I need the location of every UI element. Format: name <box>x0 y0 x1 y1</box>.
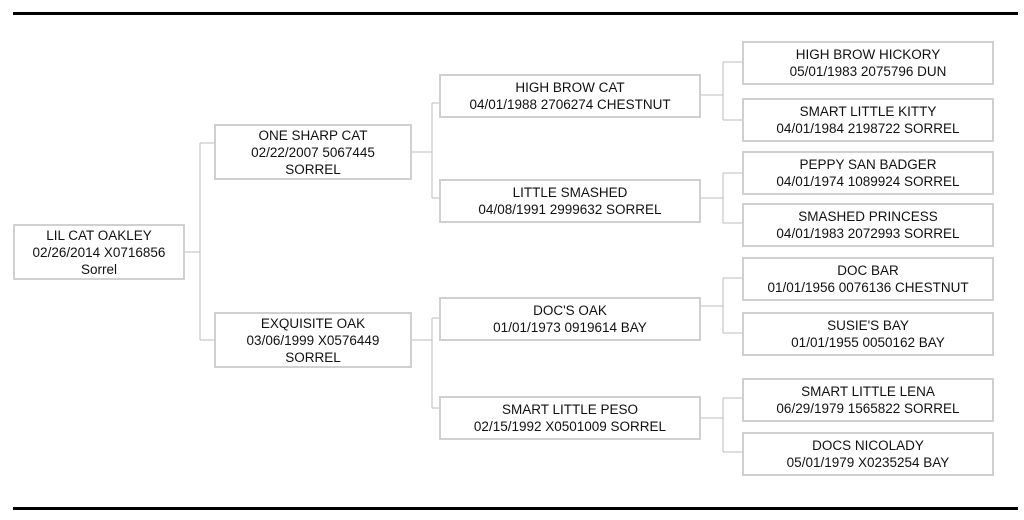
sire-dam-box: LITTLE SMASHED 04/08/1991 2999632 SORREL <box>439 179 701 223</box>
horse-details: 01/01/1956 0076136 CHESTNUT <box>767 280 969 295</box>
horse-details: 02/22/2007 5067445 <box>251 144 375 160</box>
great-grandparent-box: HIGH BROW HICKORY 05/01/1983 2075796 DUN <box>742 41 994 85</box>
horse-details: 04/01/1983 2072993 SORREL <box>776 226 960 241</box>
horse-details: 02/26/2014 X0716856 <box>32 244 166 260</box>
horse-color: SORREL <box>285 349 341 365</box>
horse-name: LIL CAT OAKLEY <box>46 227 152 243</box>
horse-name: DOC'S OAK <box>533 303 607 318</box>
great-grandparent-box: SMART LITTLE LENA 06/29/1979 1565822 SOR… <box>742 378 994 422</box>
horse-name: LITTLE SMASHED <box>512 185 628 200</box>
horse-details: 05/01/1983 2075796 DUN <box>789 64 947 79</box>
horse-details: 03/06/1999 X0576449 <box>246 332 380 348</box>
horse-name: EXQUISITE OAK <box>260 315 366 331</box>
horse-details: 04/01/1984 2198722 SORREL <box>776 121 960 136</box>
horse-color: SORREL <box>285 161 341 177</box>
great-grandparent-box: DOC BAR 01/01/1956 0076136 CHESTNUT <box>742 257 994 301</box>
horse-name: SMART LITTLE LENA <box>801 384 935 399</box>
subject-horse-box: LIL CAT OAKLEY 02/26/2014 X0716856 Sorre… <box>13 224 185 280</box>
horse-details: 05/01/1979 X0235254 BAY <box>786 455 950 470</box>
horse-name: DOCS NICOLADY <box>812 438 924 453</box>
horse-name: HIGH BROW HICKORY <box>795 47 941 62</box>
horse-name: SMASHED PRINCESS <box>798 209 938 224</box>
dam-sire-box: DOC'S OAK 01/01/1973 0919614 BAY <box>439 297 701 341</box>
top-rule <box>13 12 1018 15</box>
sire-sire-box: HIGH BROW CAT 04/01/1988 2706274 CHESTNU… <box>439 74 701 118</box>
horse-details: 04/08/1991 2999632 SORREL <box>478 202 662 217</box>
great-grandparent-box: SUSIE'S BAY 01/01/1955 0050162 BAY <box>742 312 994 356</box>
horse-name: PEPPY SAN BADGER <box>799 157 937 172</box>
great-grandparent-box: SMART LITTLE KITTY 04/01/1984 2198722 SO… <box>742 98 994 142</box>
horse-details: 01/01/1973 0919614 BAY <box>493 320 647 335</box>
great-grandparent-box: DOCS NICOLADY 05/01/1979 X0235254 BAY <box>742 432 994 476</box>
horse-details: 04/01/1974 1089924 SORREL <box>776 174 960 189</box>
horse-details: 06/29/1979 1565822 SORREL <box>776 401 960 416</box>
sire-box: ONE SHARP CAT 02/22/2007 5067445 SORREL <box>214 124 412 180</box>
horse-name: SUSIE'S BAY <box>827 318 909 333</box>
horse-details: 04/01/1988 2706274 CHESTNUT <box>469 97 671 112</box>
great-grandparent-box: PEPPY SAN BADGER 04/01/1974 1089924 SORR… <box>742 151 994 195</box>
horse-name: ONE SHARP CAT <box>258 127 368 143</box>
horse-name: SMART LITTLE KITTY <box>799 104 937 119</box>
horse-name: SMART LITTLE PESO <box>501 402 639 417</box>
bottom-rule <box>13 507 1018 510</box>
great-grandparent-box: SMASHED PRINCESS 04/01/1983 2072993 SORR… <box>742 203 994 247</box>
dam-dam-box: SMART LITTLE PESO 02/15/1992 X0501009 SO… <box>439 396 701 440</box>
dam-box: EXQUISITE OAK 03/06/1999 X0576449 SORREL <box>214 312 412 368</box>
horse-name: HIGH BROW CAT <box>515 80 625 95</box>
horse-name: DOC BAR <box>837 263 899 278</box>
horse-color: Sorrel <box>80 261 117 277</box>
horse-details: 01/01/1955 0050162 BAY <box>791 335 945 350</box>
horse-details: 02/15/1992 X0501009 SORREL <box>473 419 667 434</box>
